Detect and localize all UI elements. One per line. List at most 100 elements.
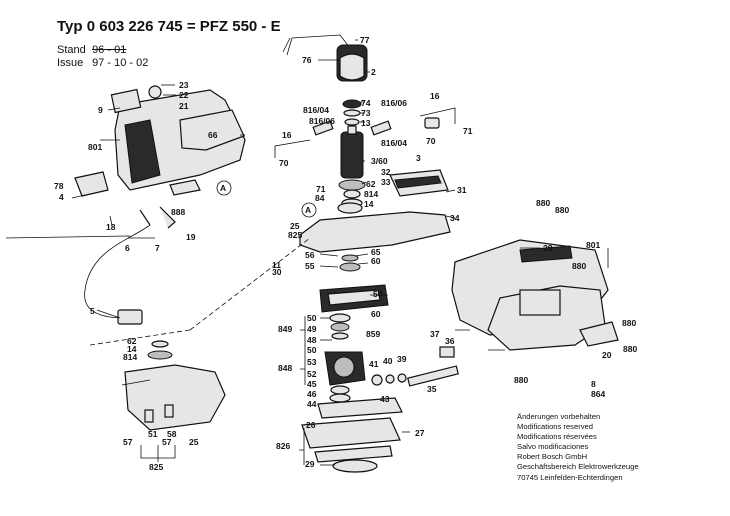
- callout-78: 78: [54, 181, 64, 191]
- callout-7: 7: [155, 243, 160, 253]
- callout-25-upper: 25: [290, 221, 300, 231]
- callout-18: 18: [106, 222, 116, 232]
- callout-16-left: 16: [282, 130, 292, 140]
- callout-880-e: 880: [514, 375, 528, 385]
- callout-880-d: 880: [623, 344, 637, 354]
- callout-14-lower: 14: [127, 344, 137, 354]
- callout-60-lower: 60: [371, 309, 381, 319]
- callout-41: 41: [369, 359, 379, 369]
- callout-56: 56: [305, 250, 315, 260]
- callout-6: 6: [125, 243, 130, 253]
- callout-14-upper: 14: [364, 199, 374, 209]
- callout-2: 2: [371, 67, 376, 77]
- note-line: Robert Bosch GmbH: [517, 452, 588, 462]
- callout-40: 40: [383, 356, 393, 366]
- guard-housing-drawing: [451, 239, 619, 351]
- callout-4: 4: [59, 192, 64, 202]
- callout-35: 35: [427, 384, 437, 394]
- callout-21: 21: [179, 101, 189, 111]
- callout-880-c: 880: [622, 318, 636, 328]
- note-line: 70745 Leinfelden-Echterdingen: [517, 472, 623, 482]
- callout-44: 44: [307, 399, 317, 409]
- callout-labels: 77 76 2 23 22 21 9 66 801 78 4 888 18 6 …: [54, 35, 637, 472]
- callout-77: 77: [360, 35, 370, 45]
- stand-value: 96 - 01: [92, 44, 127, 56]
- callout-48: 48: [307, 335, 317, 345]
- callout-50-lower: 50: [307, 345, 317, 355]
- callout-849: 849: [278, 324, 292, 334]
- callout-801-right: 801: [586, 240, 600, 250]
- callout-37: 37: [430, 329, 440, 339]
- callout-32: 32: [381, 167, 391, 177]
- callout-58: 58: [167, 429, 177, 439]
- callout-880-a: 880: [536, 198, 550, 208]
- callout-29: 29: [305, 459, 315, 469]
- stand-label: Stand: [57, 44, 86, 56]
- callout-51: 51: [148, 429, 158, 439]
- note-line: Geschäftsbereich Elektrowerkzeuge: [517, 462, 639, 472]
- handle-grip-part: [124, 119, 161, 184]
- callout-30: 30: [272, 267, 282, 277]
- callout-20: 20: [602, 350, 612, 360]
- callout-34: 34: [450, 213, 460, 223]
- callout-3-60: 3/60: [371, 156, 388, 166]
- callout-814-upper: 814: [364, 189, 378, 199]
- callout-62-lower: 62: [127, 336, 137, 346]
- callout-70-right: 70: [426, 136, 436, 146]
- leader-lines: [5, 39, 609, 466]
- callout-62-upper: 62: [366, 179, 376, 189]
- callout-43: 43: [380, 394, 390, 404]
- note-line: Salvo modificaciones: [517, 442, 589, 452]
- callout-11: 11: [272, 260, 281, 270]
- callout-816-06-left: 816/06: [309, 116, 335, 126]
- callout-9: 9: [98, 105, 103, 115]
- callout-50-upper: 50: [307, 313, 317, 323]
- lower-housing-drawing: [89, 237, 311, 431]
- motor-drawing: [274, 34, 456, 208]
- callout-66: 66: [208, 130, 218, 140]
- reference-a-circle-center: [301, 202, 317, 218]
- callout-52: 52: [307, 369, 317, 379]
- callout-84: 84: [315, 193, 325, 203]
- callout-45: 45: [307, 379, 317, 389]
- callout-33: 33: [381, 177, 391, 187]
- callout-54: 54: [373, 289, 383, 299]
- callout-25-lower: 25: [189, 437, 199, 447]
- callout-22: 22: [179, 90, 189, 100]
- callout-13: 13: [361, 118, 371, 128]
- callout-49: 49: [307, 324, 317, 334]
- callout-31: 31: [457, 185, 467, 195]
- callout-826: 826: [276, 441, 290, 451]
- callout-816-04-right: 816/04: [381, 138, 407, 148]
- callout-848: 848: [278, 363, 292, 373]
- reference-a-center: A: [305, 205, 311, 215]
- callout-5: 5: [90, 306, 95, 316]
- callout-864: 864: [591, 389, 605, 399]
- callout-8: 8: [591, 379, 596, 389]
- document-title: Typ 0 603 226 745 = PFZ 550 - E: [57, 18, 281, 35]
- issue-value: 97 - 10 - 02: [92, 57, 149, 69]
- base-plate-part: [301, 417, 401, 449]
- issue-row: Issue 97 - 10 - 02: [57, 57, 148, 69]
- callout-859: 859: [366, 329, 380, 339]
- callout-801-upper: 801: [88, 142, 102, 152]
- callout-57-left: 57: [123, 437, 133, 447]
- handle-housing-drawing: [74, 85, 246, 325]
- callout-70-left: 70: [279, 158, 289, 168]
- callout-23: 23: [179, 80, 189, 90]
- callout-880-f: 880: [555, 205, 569, 215]
- callout-825-upper: 825: [288, 230, 302, 240]
- plug-part: [117, 309, 143, 325]
- callout-55: 55: [305, 261, 315, 271]
- callout-36: 36: [445, 336, 455, 346]
- callout-46: 46: [307, 389, 317, 399]
- callout-28: 28: [543, 243, 553, 253]
- callout-74: 74: [361, 98, 371, 108]
- callout-57-right: 57: [162, 437, 172, 447]
- callout-825-lower: 825: [149, 462, 163, 472]
- callout-73: 73: [361, 108, 371, 118]
- callout-814-lower: 814: [123, 352, 137, 362]
- callout-53: 53: [307, 357, 317, 367]
- reference-a-left: A: [220, 183, 226, 193]
